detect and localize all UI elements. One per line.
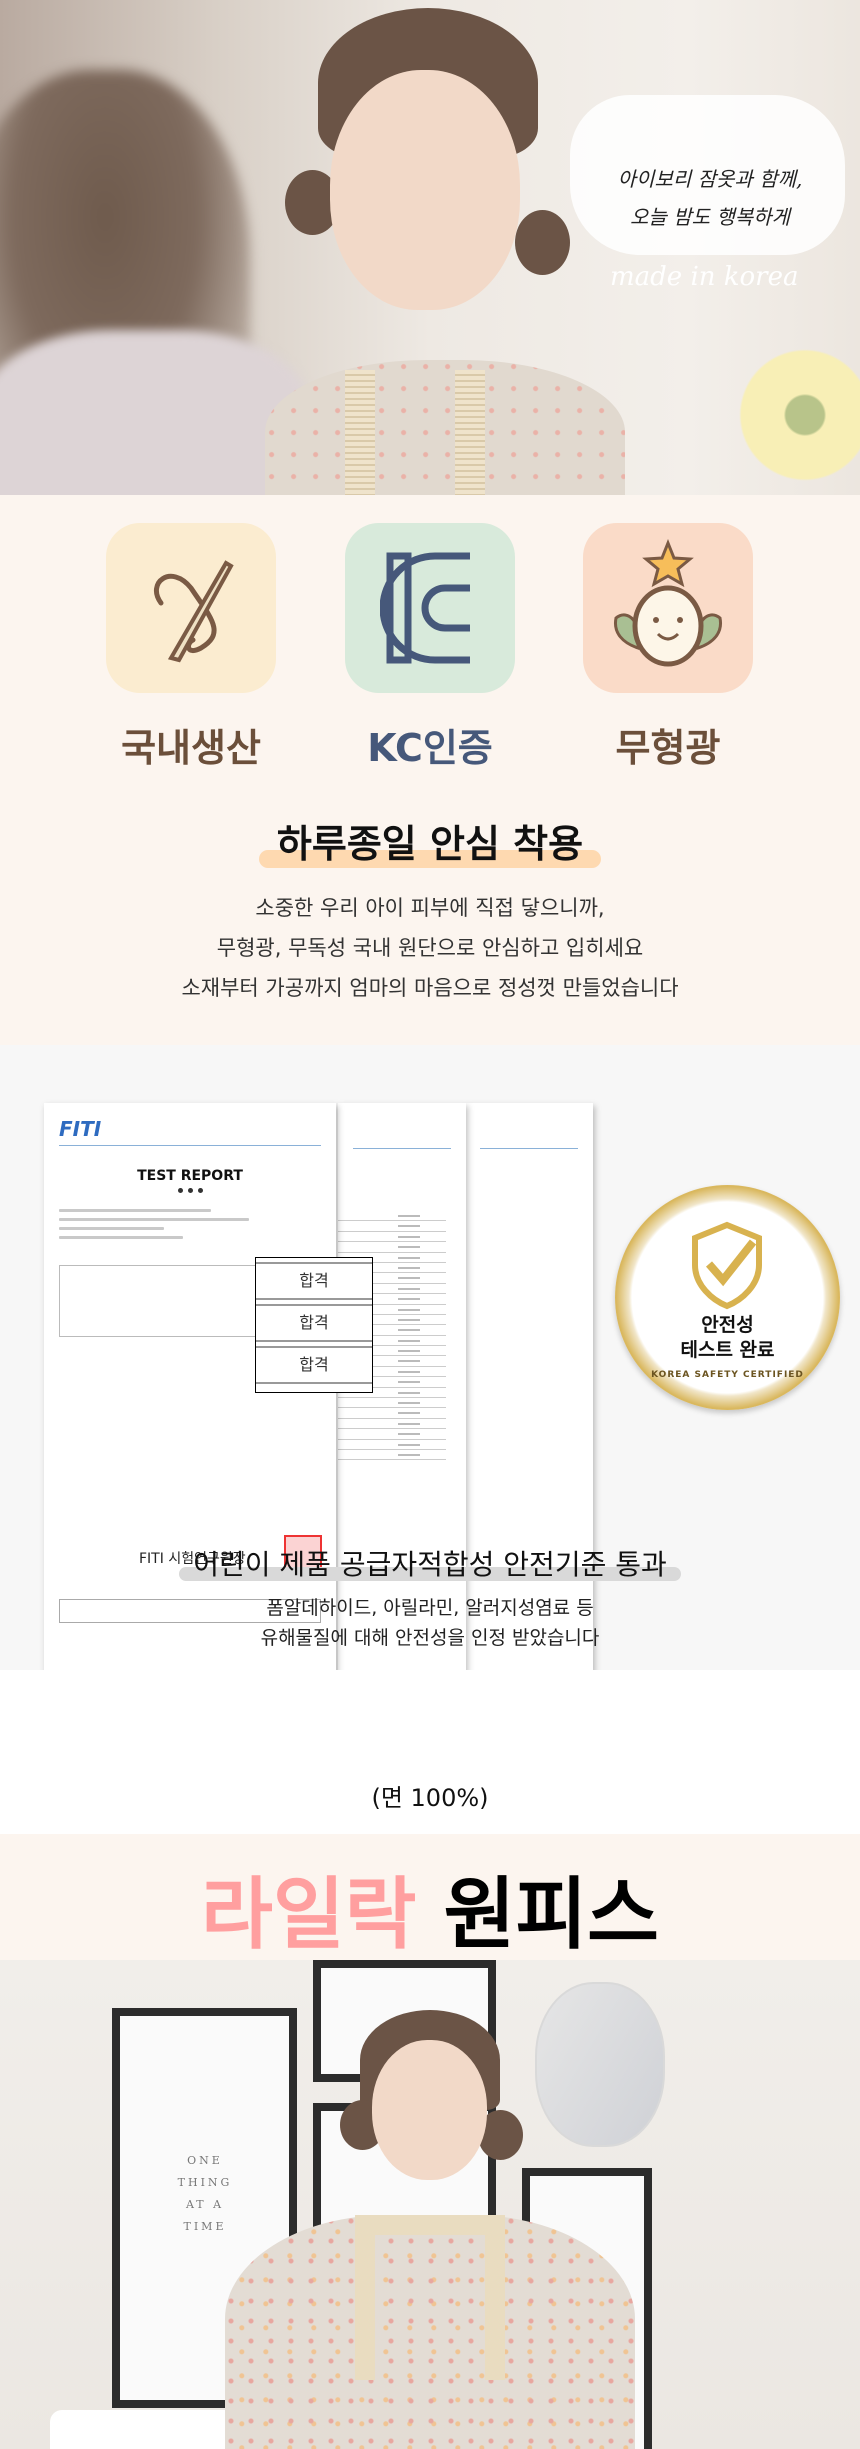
results-table-rows xyxy=(338,1211,446,1461)
wall-frame xyxy=(112,2008,297,2408)
frame-print-text: ONE THING AT A TIME xyxy=(177,2154,233,2233)
needle-thread-icon xyxy=(106,523,276,693)
report-fields xyxy=(59,1209,249,1239)
description-line: 폼알데하이드, 아릴라민, 알러지성염료 등 xyxy=(266,1597,594,1619)
safety-certified-badge: 안전성 테스트 완료 KOREA SAFETY CERTIFIED xyxy=(615,1185,840,1410)
description-line: 무형광, 무독성 국내 원단으로 안심하고 입히세요 xyxy=(216,936,644,960)
lilac-dress xyxy=(225,2215,635,2449)
bubble-line: 오늘 밤도 행복하게 xyxy=(630,205,790,229)
certificate-headline: 어린이 제품 공급자적합성 안전기준 통과 xyxy=(179,1543,681,1583)
page-dots xyxy=(44,1188,336,1193)
certificate-section: FITI TEST REPORT FITI 시험연구원장 합격 합격 합격 안전… xyxy=(0,1045,860,1670)
product-title-band: 라일락 원피스 xyxy=(0,1834,860,1960)
fabric-composition: (면 100%) xyxy=(371,1784,489,1812)
feature-label: 무형광 xyxy=(615,726,721,770)
speech-bubble xyxy=(570,95,845,255)
description-line: 소중한 우리 아이 피부에 직접 닿으니까, xyxy=(255,896,605,920)
child-face xyxy=(372,2040,487,2180)
smiley-sprout-icon xyxy=(583,523,753,693)
hero-photo: 아이보리 잠옷과 함께, 오늘 밤도 행복하게 made in korea xyxy=(0,0,860,495)
report-title: TEST REPORT xyxy=(137,1168,243,1184)
pass-result: 합격 xyxy=(256,1304,372,1342)
hair-bun xyxy=(515,210,570,275)
badge-ring-text: KOREA SAFETY CERTIFIED xyxy=(651,1370,804,1380)
features-headline: 하루종일 안심 착용 xyxy=(258,813,602,868)
pass-result: 합격 xyxy=(256,1262,372,1300)
badge-line: 안전성 xyxy=(701,1314,754,1336)
test-report-page-3 xyxy=(465,1103,593,1670)
product-title-accent: 라일락 xyxy=(201,1870,417,1960)
product-photo: ONE THING AT A TIME xyxy=(0,1960,860,2449)
pass-result: 합격 xyxy=(256,1346,372,1384)
feature-label: 국내생산 xyxy=(121,726,261,770)
lace-yoke xyxy=(355,2215,505,2380)
product-title: 라일락 원피스 xyxy=(0,1852,860,1960)
features-section: 국내생산 KC인증 무형광 하루종일 안심 착용 소중한 우리 아이 피부에 직… xyxy=(0,495,860,1045)
shield-check-icon xyxy=(692,1221,762,1310)
bubble-text: 아이보리 잠옷과 함께, 오늘 밤도 행복하게 xyxy=(585,160,835,236)
child-face xyxy=(330,70,520,310)
pass-results-box: 합격 합격 합격 xyxy=(255,1257,373,1393)
badge-line: 테스트 완료 xyxy=(680,1339,775,1361)
issuer-name: FITI 시험연구원장 xyxy=(139,1551,246,1567)
description-line: 소재부터 가공까지 엄마의 마음으로 정성껏 만들었습니다 xyxy=(181,976,679,1000)
description-line: 유해물질에 대해 안전성을 인정 받았습니다 xyxy=(260,1627,600,1649)
features-description: 소중한 우리 아이 피부에 직접 닿으니까, 무형광, 무독성 국내 원단으로 … xyxy=(0,888,860,1008)
lace-trim xyxy=(345,370,375,495)
feature-label: KC인증 xyxy=(367,726,493,770)
pajama-dress xyxy=(265,360,625,495)
test-items-table xyxy=(59,1265,259,1337)
fabric-section: (면 100%) xyxy=(0,1670,860,1834)
lace-trim xyxy=(455,370,485,495)
made-in-korea-text: made in korea xyxy=(610,262,799,292)
certificate-description: 폼알데하이드, 아릴라민, 알러지성염료 등 유해물질에 대해 안전성을 인정 … xyxy=(0,1593,860,1653)
daisy-flower xyxy=(730,340,860,490)
bubble-line: 아이보리 잠옷과 함께, xyxy=(617,167,803,191)
wall-mirror xyxy=(535,1982,665,2147)
product-title-main: 원피스 xyxy=(443,1870,659,1960)
fiti-logo: FITI xyxy=(59,1117,102,1141)
kc-mark-icon xyxy=(345,523,515,693)
blurred-child-body xyxy=(0,330,310,495)
